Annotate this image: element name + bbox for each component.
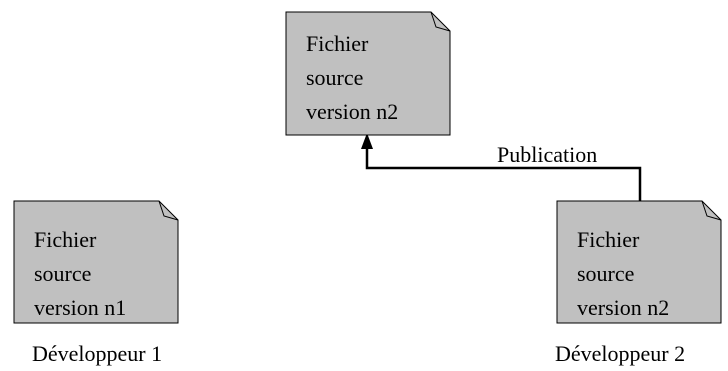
document-right-line3: version n2 (577, 295, 670, 320)
document-top: Fichier source version n2 (285, 11, 451, 136)
document-icon (13, 200, 179, 324)
document-icon (285, 11, 451, 136)
document-right-line1: Fichier (577, 227, 640, 252)
document-right-text: Fichier source version n2 (577, 223, 669, 325)
document-top-line3: version n2 (306, 99, 399, 124)
document-left-line1: Fichier (34, 227, 97, 252)
document-left-line3: version n1 (34, 295, 127, 320)
publication-arrowhead (361, 133, 373, 149)
publication-label: Publication (497, 142, 598, 167)
document-top-line1: Fichier (306, 31, 369, 56)
document-icon (556, 200, 722, 324)
caption-developer-1: Développeur 1 (32, 341, 163, 366)
document-top-text: Fichier source version n2 (306, 27, 398, 129)
document-right-line2: source (577, 261, 635, 286)
document-top-line2: source (306, 65, 364, 90)
publication-connector (365, 148, 642, 203)
document-left-text: Fichier source version n1 (34, 223, 126, 325)
document-left-line2: source (34, 261, 92, 286)
document-right: Fichier source version n2 (556, 200, 722, 325)
caption-developer-2: Développeur 2 (555, 341, 686, 366)
document-left: Fichier source version n1 (13, 200, 179, 325)
